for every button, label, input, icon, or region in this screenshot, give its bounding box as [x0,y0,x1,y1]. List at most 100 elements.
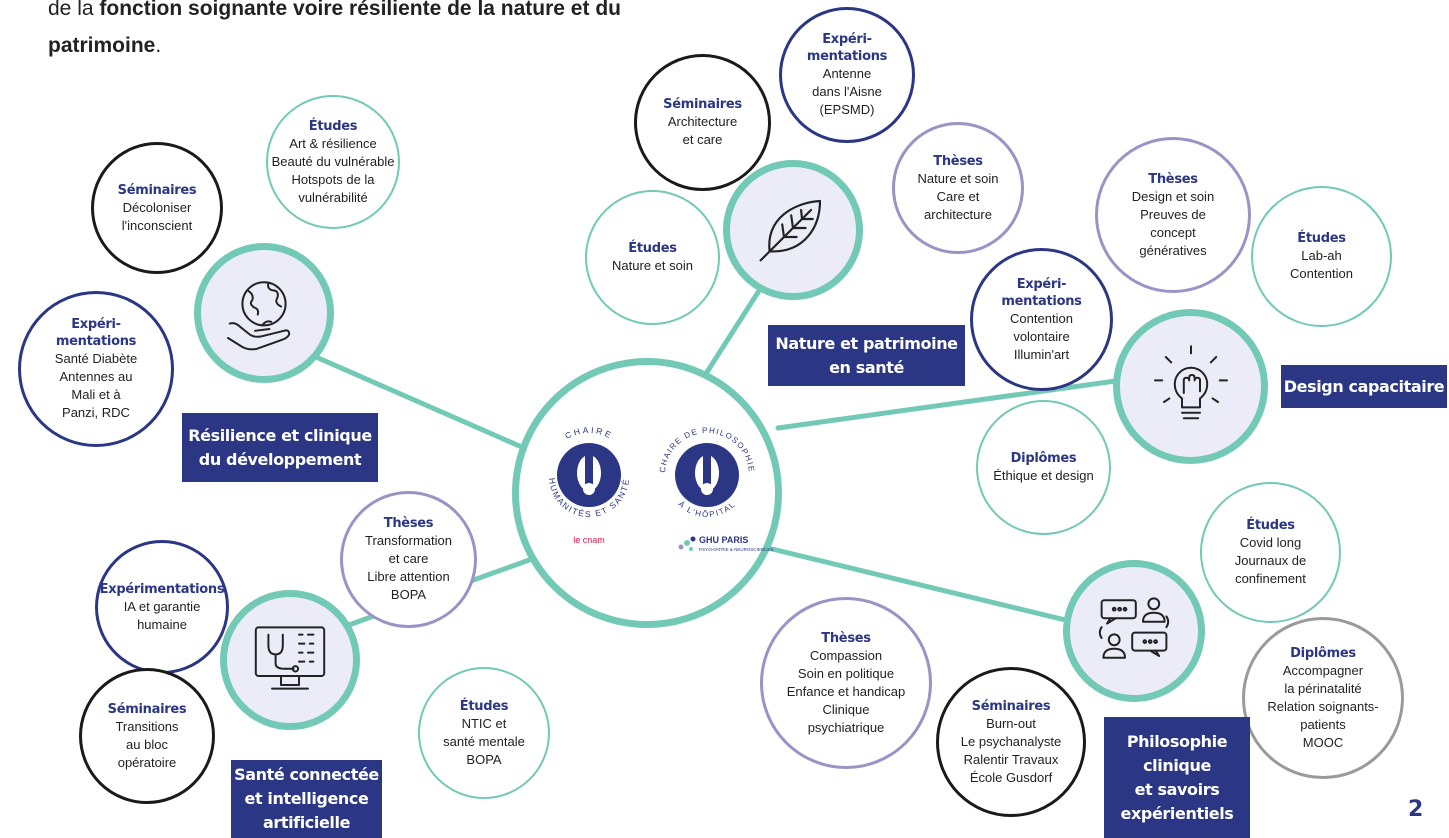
bubble-line: Le psychanalyste [960,733,1062,749]
bubble-line: Décoloniser [122,199,192,215]
label-line: du développement [198,449,362,469]
bubble-line: et care [682,132,723,147]
bubble-line: l'inconscient [121,217,193,233]
hub-philo [1063,560,1205,702]
bubble-line: Santé Diabète [54,351,138,366]
bubble-line: Preuves de [1140,206,1206,222]
bubble-title: Diplômes [1010,451,1077,466]
logo-right-sub: PSYCHIATRIE & NEUROSCIENCES [699,547,773,552]
bubble-line: Nature et soin [612,258,693,273]
bubble-title: Expérimentations [99,581,225,597]
bubble-line: Éthique et design [993,468,1094,483]
label-line: expérientiels [1120,803,1234,823]
bubble-line: Ralentir Travaux [963,751,1059,767]
bubble-line: dans l'Aisne [812,84,882,99]
bubble-line: Illumin'art [1013,346,1070,362]
bubble-sante-etudes: Études NTIC et santé mentale BOPA [418,667,550,799]
bubble-line: NTIC et [461,715,507,731]
bubble-line: Beauté du vulnérable [271,153,395,169]
bubble-line: Soin en politique [797,665,895,681]
bubble-line: Mali et à [71,387,121,402]
bubble-title: Thèses [383,516,434,531]
bubble-title: Thèses [1148,171,1198,187]
label-line: Santé connectée [234,765,379,784]
bubble-title: Études [308,118,358,134]
bubble-line: Nature et soin [917,170,999,186]
bubble-design-experimentations: Expéri- mentations Contention volontaire… [970,248,1113,391]
bubble-design-diplomes: Diplômes Éthique et design [976,400,1111,535]
hub-nature [723,160,863,300]
bubble-line: Covid long [1239,535,1302,550]
intro-text: de la fonction soignante voire résilient… [48,0,621,57]
bubble-title: Expéri- mentations [55,317,137,349]
bubble-line: BOPA [466,751,502,767]
bubble-line: santé mentale [443,733,525,749]
bubble-title: Études [1297,231,1346,246]
center-logos: CHAIRE HUMANITÉS ET SANTÉ le cnam CHAIRE… [512,358,782,628]
bubble-line: Care et [936,188,980,204]
bubble-line: opératoire [117,754,177,770]
bubble-line: Contention [1290,266,1353,281]
hub-sante [220,590,360,730]
bubble-line: Transitions [115,718,179,734]
hub-resilience [194,243,334,383]
bubble-resilience-experimentations: Expéri- mentations Santé Diabète Antenne… [18,291,174,447]
bubble-line: humaine [137,616,187,632]
bubble-title: Expéri- mentations [1001,276,1082,309]
label-line: en santé [829,357,904,377]
lightbulb-fist-icon [1146,339,1236,434]
label-line: et savoirs [1134,779,1220,799]
bubble-title: Études [628,241,677,256]
monitor-stethoscope-icon [245,613,335,708]
label-line: Nature et patrimoine [775,333,958,353]
bubble-line: BOPA [390,587,427,602]
hub-design [1113,309,1268,464]
bubble-line: Journaux de [1234,553,1307,568]
bubble-nature-etudes: Études Nature et soin [585,190,720,325]
bubble-line: Antennes au [59,369,133,384]
bubble-title: Études [1246,518,1295,533]
bubble-line: MOOC [1302,734,1344,750]
bubble-title: Séminaires [663,97,742,112]
bubble-line: Art & résilience [289,135,377,151]
label-line: Design capacitaire [1283,376,1445,396]
chaire-logos: CHAIRE HUMANITÉS ET SANTÉ le cnam CHAIRE… [547,425,774,552]
page-number: 2 [1408,797,1424,822]
hub-label-nature: Nature et patrimoine en santé [768,325,965,386]
bubble-line: Burn-out [986,715,1036,731]
bubble-line: Antenne [822,66,872,81]
logo-right-org: GHU PARIS [699,535,748,545]
label-line: Résilience et clinique [188,425,372,445]
bubble-title: Séminaires [107,701,187,717]
bubble-nature-theses: Thèses Nature et soin Care et architectu… [892,122,1024,254]
people-chat-icon [1089,584,1179,679]
logo-left-org: le cnam [573,535,605,545]
bubble-line: et care [388,551,429,566]
bubble-line: psychiatrique [807,719,885,735]
bubble-line: concept [1150,224,1196,240]
bubble-nature-seminaires: Séminaires Architecture et care [634,54,771,191]
bubble-line: Design et soin [1131,188,1215,204]
bubble-line: génératives [1139,242,1207,258]
bubble-title: Thèses [821,630,871,646]
hub-label-philo: Philosophie clinique et savoirs expérien… [1104,717,1250,838]
bubble-philo-diplomes: Diplômes Accompagner la périnatalité Rel… [1242,617,1404,779]
bubble-line: vulnérabilité [298,189,368,205]
bubble-line: Enfance et handicap [786,683,906,699]
bubble-design-theses: Thèses Design et soin Preuves de concept… [1095,137,1251,293]
bubble-line: Accompagner [1282,662,1364,678]
globe-in-hand-icon [219,266,309,361]
connector-philo [765,545,1118,635]
bubble-line: confinement [1235,571,1306,586]
bubble-line: volontaire [1013,328,1070,344]
bubble-sante-theses: Thèses Transformation et care Libre atte… [340,491,477,628]
bubble-sante-seminaires: Séminaires Transitions au bloc opératoir… [79,668,215,804]
bubble-line: au bloc [126,736,168,752]
bubble-philo-etudes: Études Covid long Journaux de confinemen… [1200,482,1341,623]
ghu-logo-mark [678,536,696,551]
bubble-line: École Gusdorf [969,769,1053,785]
bubble-line: Hotspots de la [291,171,375,187]
label-line: et intelligence [244,789,369,808]
bubble-line: Lab-ah [1301,248,1342,263]
bubble-title: Thèses [933,153,983,169]
